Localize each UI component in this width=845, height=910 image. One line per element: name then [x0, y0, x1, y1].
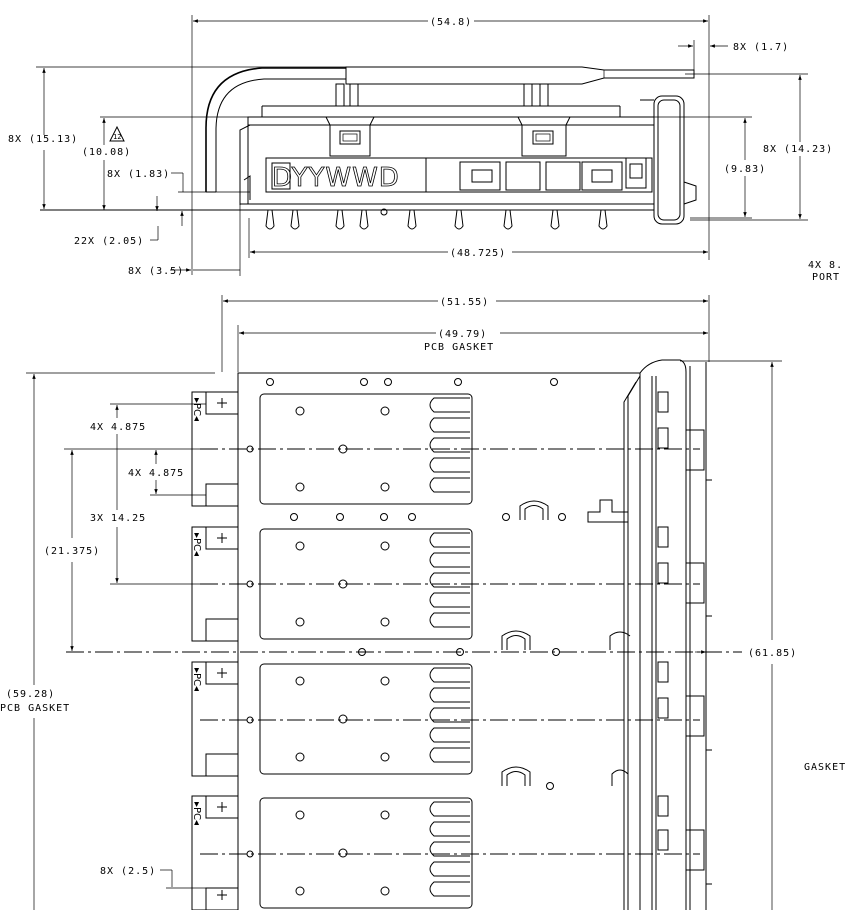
dim-slot-offset: 8X (1.7) — [733, 42, 789, 53]
dim-gasket-width: (49.79) — [438, 329, 487, 340]
port-marking: ▸PC◂ — [191, 802, 202, 825]
dim-mid-height: (10.08) — [82, 147, 131, 158]
port-module-4: ▸PC◂ — [191, 795, 473, 910]
dim-gasket-label-right: GASKET — [804, 762, 845, 773]
dim-tab-height: 8X (1.83) — [107, 169, 170, 180]
dim-port-pitch-b: 4X 4.875 — [128, 468, 184, 479]
warning-triangle-icon: 12 — [109, 125, 125, 142]
warning-code: 12 — [113, 133, 121, 141]
dim-gasket-height-side: 8X (14.23) — [763, 144, 833, 155]
dim-half-height: (21.375) — [44, 546, 100, 557]
dim-row-pitch: 3X 14.25 — [90, 513, 146, 524]
dim-port-pitch-a: 4X 4.875 — [90, 422, 146, 433]
note-ports-line1: 4X 8. — [808, 260, 843, 271]
port-module-3: ▸PC◂ — [191, 661, 473, 777]
dim-latch-width: 8X (2.5) — [100, 866, 156, 877]
dim-overall-width-side: (54.8) — [430, 17, 472, 28]
bezel-latches — [657, 391, 712, 885]
note-ports-line2: PORT — [812, 272, 840, 283]
top-view: (51.55) (49.79) PCB GASKET (59.28) PCB G… — [0, 295, 845, 910]
dim-body-length: (48.725) — [450, 248, 506, 259]
dim-gasket-width-label: PCB GASKET — [424, 342, 494, 353]
port-marking: ▸PC◂ — [191, 398, 202, 421]
dim-overall-width-top: (51.55) — [440, 297, 489, 308]
dim-outer-height: (61.85) — [748, 648, 797, 659]
hold-down-clips — [501, 499, 631, 786]
dim-pin-width: 22X (2.05) — [74, 236, 144, 247]
date-code-marking: DYYWWD — [272, 163, 400, 193]
dim-inner-height: (9.83) — [724, 164, 766, 175]
dim-gasket-height: (59.28) — [6, 689, 55, 700]
side-view: (54.8) 8X (1.7) 8X (15.13) 12 (10.08) 8X… — [8, 15, 843, 283]
dim-gasket-height-label: PCB GASKET — [0, 703, 70, 714]
plus-marks — [217, 398, 227, 900]
port-marking: ▸PC◂ — [191, 668, 202, 691]
dim-flange: 8X (3.5) — [128, 266, 184, 277]
port-marking: ▸PC◂ — [191, 533, 202, 556]
dim-total-height: 8X (15.13) — [8, 134, 78, 145]
mounting-holes — [246, 378, 566, 858]
press-fit-pins — [265, 208, 608, 230]
